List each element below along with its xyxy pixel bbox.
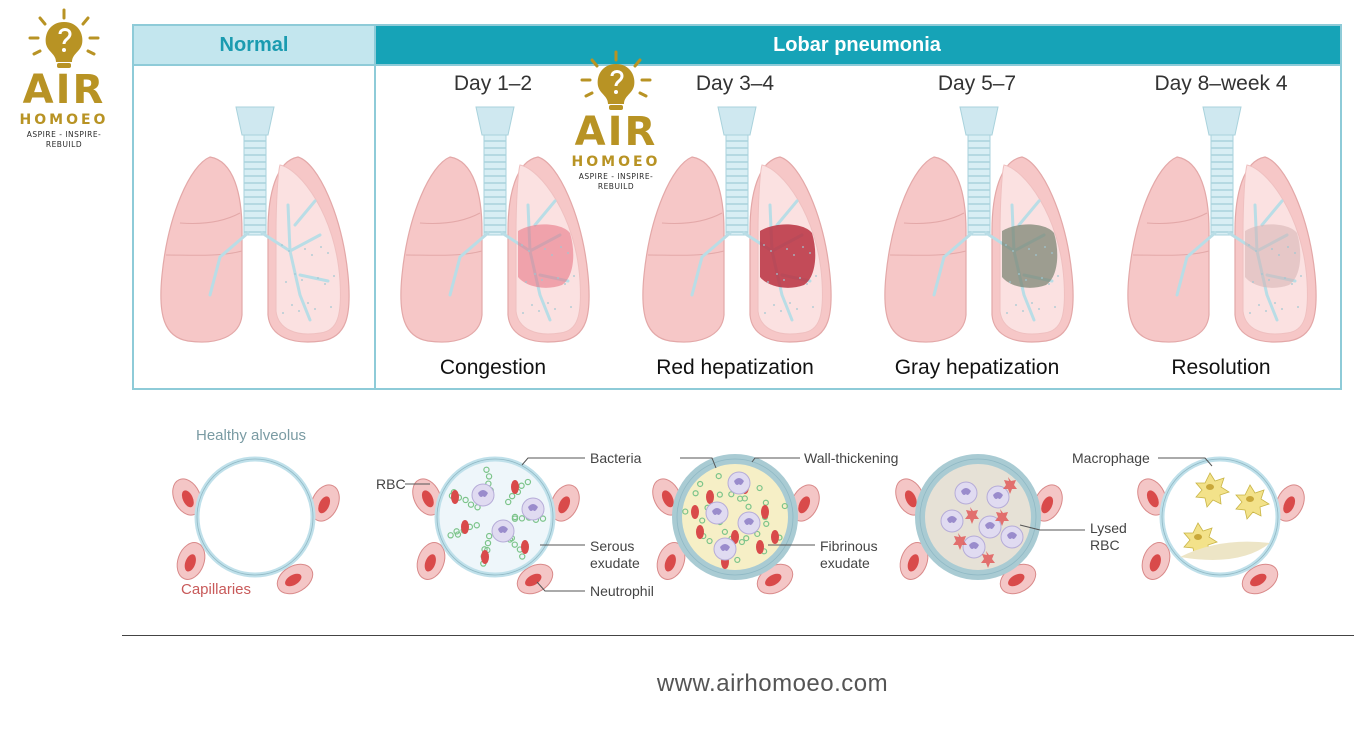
lung-congestion (400, 106, 590, 343)
label-neutrophil: Neutrophil (590, 583, 654, 599)
brand-logo: AIR HOMOEO ASPIRE - INSPIRE- REBUILD (8, 8, 120, 149)
logo-wordmark: AIR (22, 67, 106, 113)
lung-red-hepatization (642, 106, 832, 343)
label-fibrinous-exudate: Fibrinous exudate (820, 538, 878, 571)
logo-tagline: ASPIRE - INSPIRE- REBUILD (26, 130, 102, 149)
stage-label-red-hepatization: Red hepatization (656, 356, 814, 379)
lung-normal (160, 106, 350, 343)
footer-rule (122, 635, 1354, 636)
footer-url: www.airhomoeo.com (656, 670, 889, 697)
stages-panel: Normal Lobar pneumonia (132, 24, 1342, 390)
logo-subtitle: HOMOEO (19, 112, 109, 128)
label-healthy-alveolus: Healthy alveolus (196, 427, 307, 444)
label-bacteria: Bacteria (590, 450, 642, 466)
lung-gray-hepatization (884, 106, 1074, 343)
alveolus-red-hepatization (652, 454, 820, 595)
stage-label-congestion: Congestion (439, 356, 547, 379)
stage-label-gray-hepatization: Gray hepatization (894, 356, 1060, 379)
day-label-2: Day 3–4 (695, 72, 775, 95)
label-macrophage: Macrophage (1072, 450, 1150, 466)
lightbulb-icon (580, 50, 652, 110)
alveolus-congestion (412, 456, 580, 595)
brand-logo-watermark: AIR HOMOEO ASPIRE - INSPIRE- REBUILD (560, 50, 672, 191)
lung-resolution (1127, 106, 1317, 343)
logo-tagline: ASPIRE - INSPIRE- REBUILD (578, 172, 654, 191)
column-divider (374, 26, 376, 388)
alveolus-resolution (1137, 456, 1305, 595)
alveolus-healthy (172, 456, 340, 595)
day-label-1: Day 1–2 (453, 72, 533, 95)
logo-wordmark: AIR (574, 109, 658, 155)
header-lobar-pneumonia: Lobar pneumonia (374, 26, 1340, 64)
label-capillaries: Capillaries (181, 581, 252, 598)
label-lysed-rbc: Lysed RBC (1090, 520, 1127, 553)
header-divider (134, 64, 1340, 66)
lightbulb-icon (28, 8, 100, 68)
stage-label-resolution: Resolution (1171, 356, 1271, 379)
label-wall-thickening: Wall-thickening (804, 450, 899, 466)
day-label-3: Day 5–7 (937, 72, 1017, 95)
logo-subtitle: HOMOEO (571, 154, 661, 170)
alveolus-gray-hepatization (895, 454, 1063, 595)
header-normal: Normal (134, 26, 374, 64)
label-serous-exudate: Serous exudate (590, 538, 640, 571)
label-rbc: RBC (376, 476, 406, 492)
day-label-4: Day 8–week 4 (1154, 72, 1288, 95)
